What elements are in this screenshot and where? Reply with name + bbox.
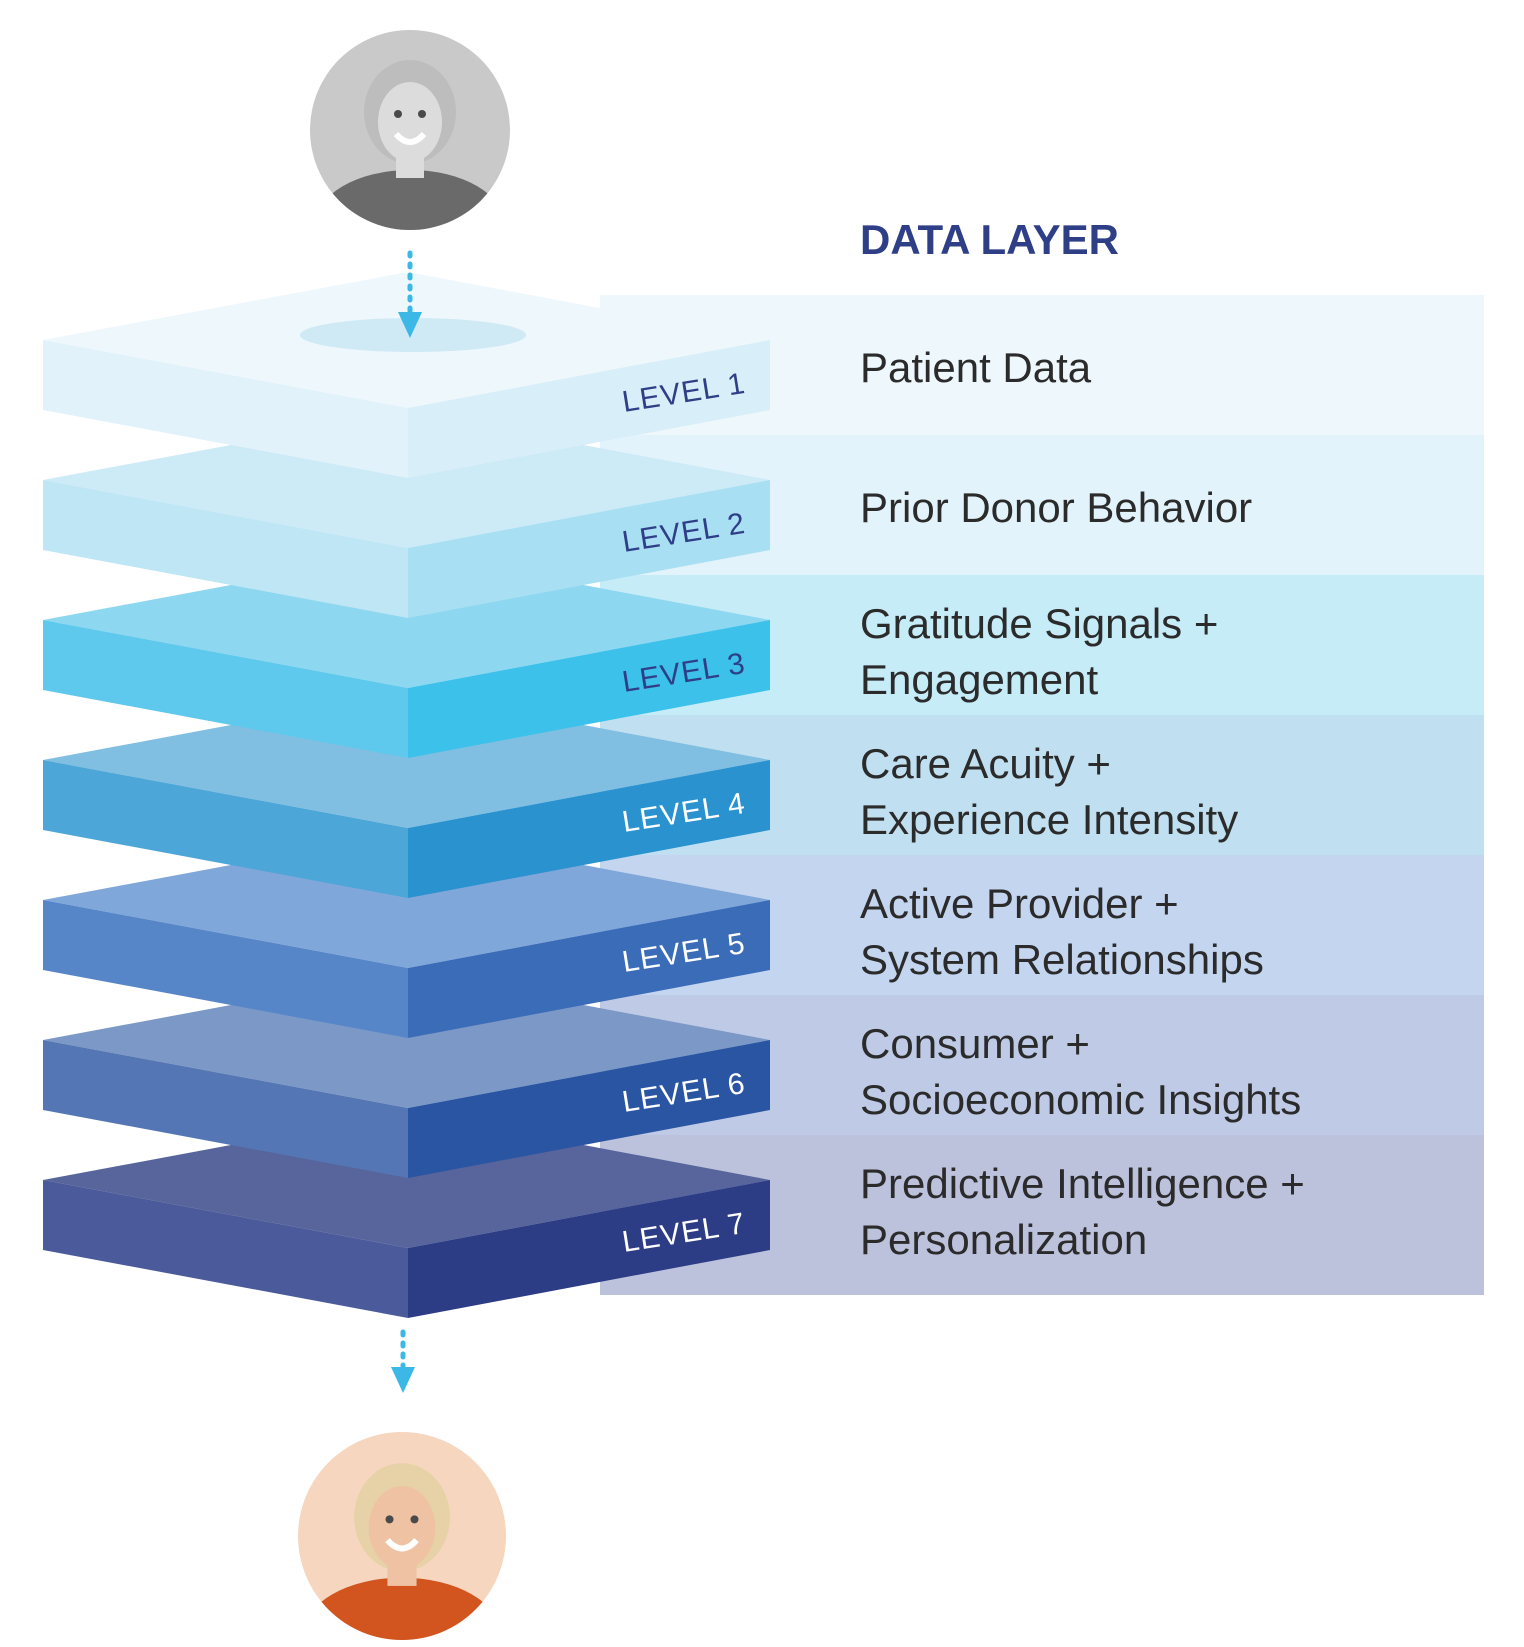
level-5-description: Active Provider + System Relationships [860, 880, 1264, 983]
level-3-description: Gratitude Signals + Engagement [860, 600, 1218, 703]
slab-right-face [408, 340, 770, 478]
slab-right-face [408, 480, 770, 618]
description-line: Personalization [860, 1216, 1147, 1263]
person-grayscale-avatar [310, 30, 510, 230]
level-6-slab: LEVEL 6 [43, 972, 770, 1178]
slab-left-face [43, 340, 408, 478]
entry-portal-ellipse [300, 318, 526, 352]
slab-right-face [408, 620, 770, 758]
level-7-description: Predictive Intelligence + Personalization [860, 1160, 1305, 1263]
avatar-shirt [315, 170, 505, 230]
description-line: Active Provider + [860, 880, 1179, 927]
level-2-description: Prior Donor Behavior [860, 484, 1252, 531]
description-line: System Relationships [860, 936, 1264, 983]
slab-left-face [43, 620, 408, 758]
level-4-slab: LEVEL 4 [43, 692, 770, 898]
slab-left-face [43, 900, 408, 1038]
description-line: Experience Intensity [860, 796, 1238, 843]
flow-arrow-down-icon-bottom [391, 1329, 415, 1393]
level-4-description: Care Acuity + Experience Intensity [860, 740, 1238, 843]
slab-left-face [43, 480, 408, 618]
description-line: Socioeconomic Insights [860, 1076, 1301, 1123]
description-line: Consumer + [860, 1020, 1090, 1067]
person-color-avatar [298, 1432, 506, 1640]
level-5-slab: LEVEL 5 [43, 832, 770, 1038]
description-line: Patient Data [860, 344, 1092, 391]
slab-top-face [43, 832, 770, 968]
level-3-slab: LEVEL 3 [43, 552, 770, 758]
slab-top-face [43, 552, 770, 688]
level-7-slab: LEVEL 7 [43, 1112, 770, 1318]
slab-top-face [43, 1112, 770, 1248]
slab-left-face [43, 1180, 408, 1318]
avatar-shirt [303, 1577, 501, 1640]
avatar-face [368, 1486, 436, 1570]
level-6-description: Consumer + Socioeconomic Insights [860, 1020, 1301, 1123]
description-line: Predictive Intelligence + [860, 1160, 1305, 1207]
slab-top-face [43, 412, 770, 548]
slab-top-face [43, 972, 770, 1108]
description-line: Prior Donor Behavior [860, 484, 1252, 531]
level-2-slab: LEVEL 2 [43, 412, 770, 618]
description-line: Care Acuity + [860, 740, 1111, 787]
slab-left-face [43, 1040, 408, 1178]
slab-right-face [408, 760, 770, 898]
description-line: Engagement [860, 656, 1099, 703]
avatar-face [378, 82, 442, 162]
description-line: Gratitude Signals + [860, 600, 1218, 647]
slab-top-face [43, 692, 770, 828]
data-layer-title: DATA LAYER [860, 216, 1119, 263]
flow-arrow-down-icon [398, 250, 422, 338]
level-1-slab: LEVEL 1 [43, 272, 770, 478]
level-1-description: Patient Data [860, 344, 1092, 391]
slab-right-face [408, 900, 770, 1038]
slab-right-face [408, 1040, 770, 1178]
slab-right-face [408, 1180, 770, 1318]
slab-left-face [43, 760, 408, 898]
